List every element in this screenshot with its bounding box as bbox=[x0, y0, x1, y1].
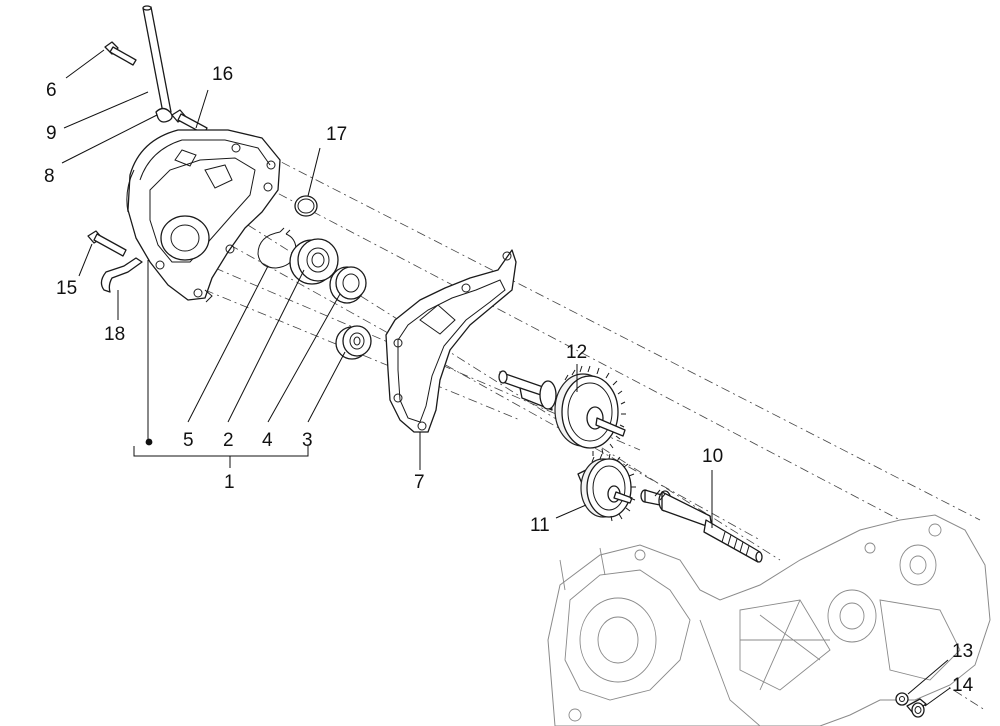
bearing-part-3 bbox=[335, 325, 372, 360]
bolt-part-15 bbox=[87, 230, 127, 257]
callout-labels: 6 9 8 16 17 15 18 5 2 4 3 1 7 12 10 11 1… bbox=[44, 64, 974, 696]
callout-9: 9 bbox=[46, 123, 57, 144]
gear-shaft-part-12 bbox=[498, 365, 626, 456]
output-shaft-part-10 bbox=[640, 489, 763, 563]
group-marker-dot bbox=[145, 438, 153, 446]
callout-18: 18 bbox=[104, 324, 125, 345]
callout-10: 10 bbox=[702, 446, 723, 467]
clip-part-8 bbox=[155, 107, 173, 123]
callout-8: 8 bbox=[44, 166, 55, 187]
oil-seal-part-4 bbox=[329, 266, 367, 304]
bracket-part-18 bbox=[100, 257, 143, 293]
callout-14: 14 bbox=[952, 675, 974, 696]
callout-3: 3 bbox=[302, 430, 313, 451]
callout-15: 15 bbox=[56, 278, 77, 299]
callout-1: 1 bbox=[224, 472, 235, 493]
callout-16: 16 bbox=[212, 64, 233, 85]
crankcase-housing bbox=[547, 514, 991, 726]
leader-lines bbox=[61, 49, 951, 707]
callout-2: 2 bbox=[223, 430, 234, 451]
callout-13: 13 bbox=[952, 641, 973, 662]
callout-7: 7 bbox=[414, 472, 425, 493]
callout-12: 12 bbox=[566, 342, 587, 363]
o-ring-part-17 bbox=[294, 195, 318, 217]
bearing-part-2 bbox=[289, 238, 339, 285]
pin-part-9 bbox=[142, 5, 172, 114]
callout-17: 17 bbox=[326, 124, 347, 145]
bolt-part-6 bbox=[104, 41, 137, 66]
circlip-part-5 bbox=[257, 227, 297, 269]
callout-5: 5 bbox=[183, 430, 194, 451]
callout-4: 4 bbox=[262, 430, 273, 451]
gasket-part-7 bbox=[385, 249, 517, 433]
transmission-cover bbox=[126, 129, 281, 303]
washer-part-13 bbox=[895, 692, 909, 706]
screw-part-14 bbox=[906, 698, 927, 718]
callout-11: 11 bbox=[530, 515, 550, 536]
callout-6: 6 bbox=[46, 80, 57, 101]
gear-part-11 bbox=[577, 453, 636, 522]
